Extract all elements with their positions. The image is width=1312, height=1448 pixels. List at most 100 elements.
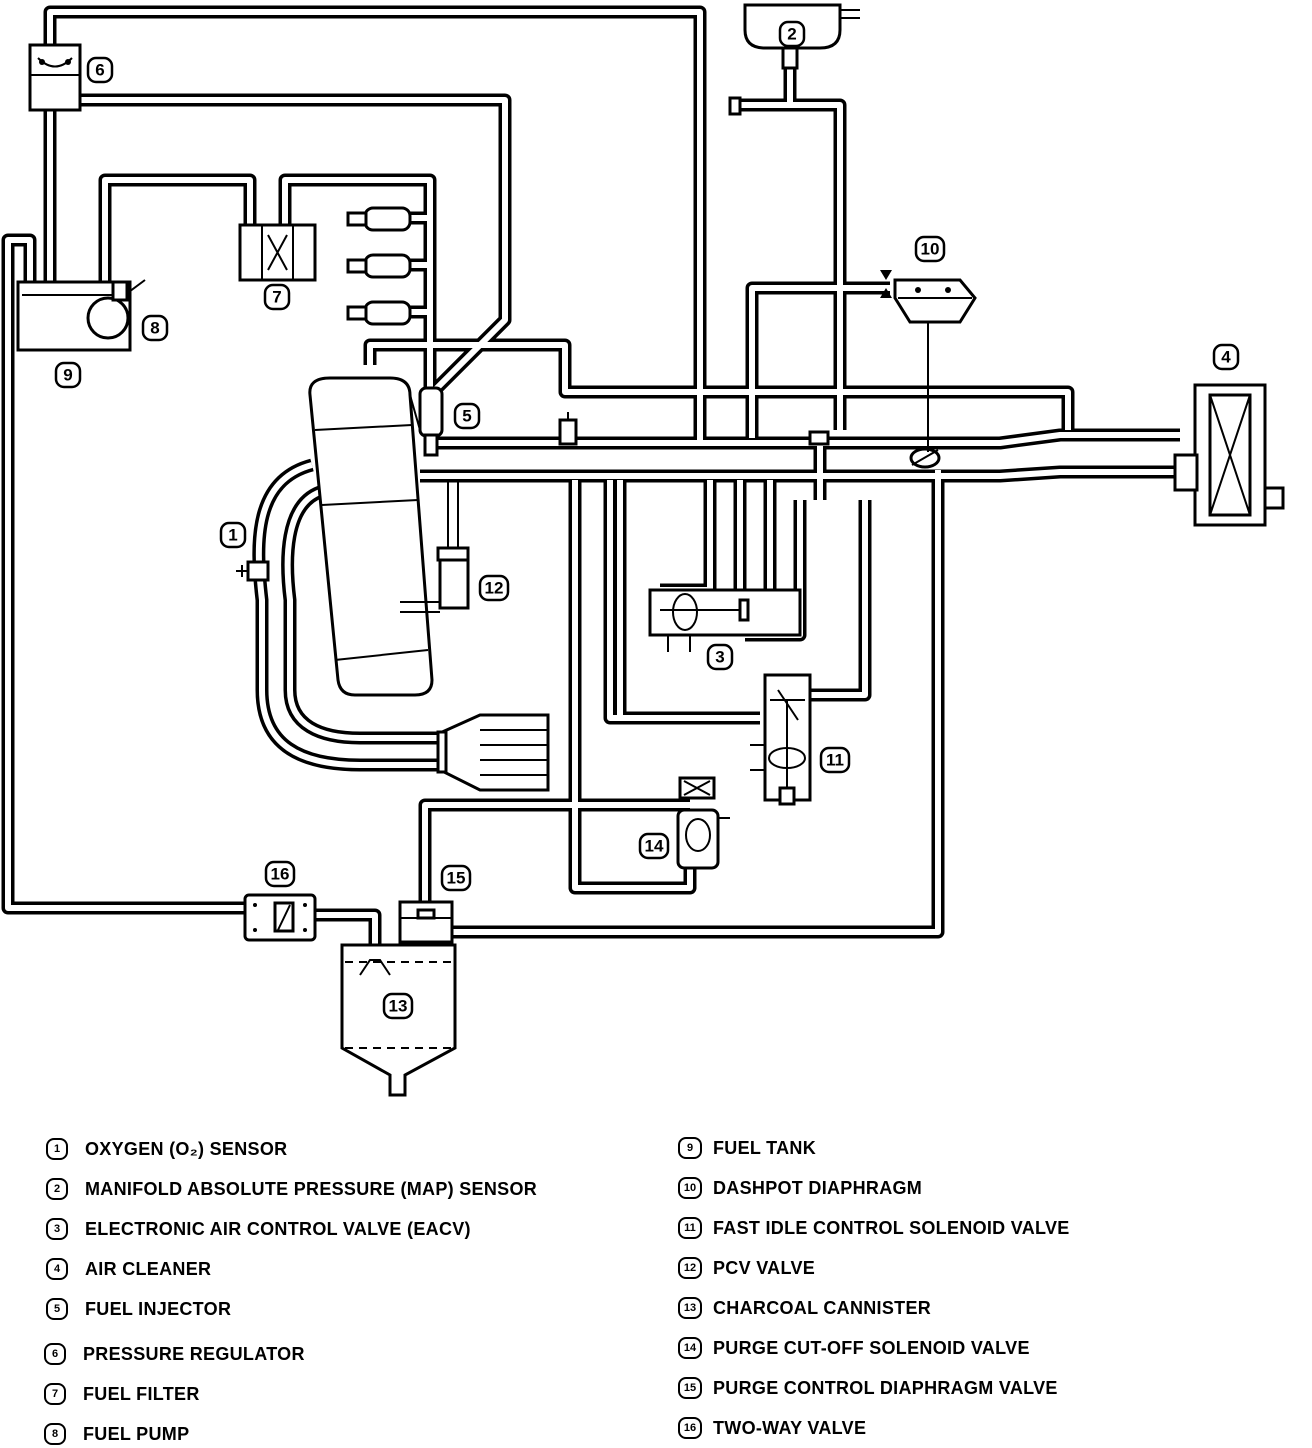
svg-text:AIR CLEANER: AIR CLEANER xyxy=(85,1259,211,1279)
svg-text:FUEL TANK: FUEL TANK xyxy=(713,1138,816,1158)
callout-15: 15 xyxy=(440,864,472,892)
callout-5: 5 xyxy=(453,402,481,430)
callout-9: 9 xyxy=(54,361,82,389)
fuel-tank-body xyxy=(16,279,146,352)
svg-text:FUEL FILTER: FUEL FILTER xyxy=(83,1384,200,1404)
pressure-regulator-body xyxy=(28,43,82,112)
svg-text:16: 16 xyxy=(271,865,290,884)
svg-text:15: 15 xyxy=(447,869,466,888)
svg-text:3: 3 xyxy=(715,648,724,667)
engine-block-body xyxy=(308,376,434,697)
air-cleaner-body xyxy=(1173,383,1285,527)
fuel-filter-body xyxy=(238,223,317,282)
svg-text:1: 1 xyxy=(54,1143,60,1155)
svg-text:11: 11 xyxy=(826,751,844,770)
legend-item-6: 6 PRESSURE REGULATOR xyxy=(44,1343,305,1365)
fast-idle-solenoid-body xyxy=(750,673,812,806)
callout-10: 10 xyxy=(914,235,946,263)
svg-text:MANIFOLD ABSOLUTE PRESSURE (MA: MANIFOLD ABSOLUTE PRESSURE (MAP) SENSOR xyxy=(85,1179,537,1199)
svg-text:5: 5 xyxy=(54,1303,60,1315)
svg-text:7: 7 xyxy=(272,288,281,307)
svg-text:DASHPOT DIAPHRAGM: DASHPOT DIAPHRAGM xyxy=(713,1178,922,1198)
callout-13: 13 xyxy=(382,992,414,1020)
legend: 1 OXYGEN (O₂) SENSOR 2 MANIFOLD ABSOLUTE… xyxy=(44,1137,1070,1445)
legend-item-12: 12 PCV VALVE xyxy=(678,1257,815,1279)
svg-text:1: 1 xyxy=(228,526,237,545)
svg-text:16: 16 xyxy=(684,1422,696,1434)
legend-item-8: 8 FUEL PUMP xyxy=(44,1423,189,1445)
charcoal-canister-body xyxy=(340,943,457,1097)
svg-text:PCV VALVE: PCV VALVE xyxy=(713,1258,815,1278)
purge-control-diaphragm-body xyxy=(398,900,454,944)
callout-16: 16 xyxy=(264,860,296,888)
legend-item-11: 11 FAST IDLE CONTROL SOLENOID VALVE xyxy=(678,1217,1070,1239)
svg-text:9: 9 xyxy=(687,1142,693,1154)
legend-item-10: 10 DASHPOT DIAPHRAGM xyxy=(678,1177,922,1199)
pcv-valve-body xyxy=(400,482,470,613)
svg-text:5: 5 xyxy=(462,407,471,426)
callout-1: 1 xyxy=(219,521,247,549)
legend-item-16: 16 TWO-WAY VALVE xyxy=(678,1417,866,1439)
callout-14: 14 xyxy=(638,832,670,860)
svg-text:PURGE CONTROL DIAPHRAGM VALVE: PURGE CONTROL DIAPHRAGM VALVE xyxy=(713,1378,1058,1398)
legend-item-13: 13 CHARCOAL CANNISTER xyxy=(678,1297,931,1319)
svg-text:9: 9 xyxy=(63,366,72,385)
throttle-body xyxy=(558,298,941,469)
legend-item-2: 2 MANIFOLD ABSOLUTE PRESSURE (MAP) SENSO… xyxy=(46,1178,537,1200)
legend-item-14: 14 PURGE CUT-OFF SOLENOID VALVE xyxy=(678,1337,1030,1359)
eacv-body xyxy=(648,588,802,652)
injectors-body xyxy=(346,206,444,457)
svg-text:14: 14 xyxy=(645,837,664,856)
svg-text:12: 12 xyxy=(485,579,504,598)
hose-network xyxy=(1,5,1180,950)
svg-text:12: 12 xyxy=(684,1262,696,1274)
svg-text:6: 6 xyxy=(95,61,104,80)
svg-text:PRESSURE REGULATOR: PRESSURE REGULATOR xyxy=(83,1344,305,1364)
svg-text:13: 13 xyxy=(389,997,408,1016)
svg-text:FUEL PUMP: FUEL PUMP xyxy=(83,1424,189,1444)
svg-text:2: 2 xyxy=(54,1183,60,1195)
svg-text:4: 4 xyxy=(54,1263,61,1275)
legend-item-7: 7 FUEL FILTER xyxy=(44,1383,200,1405)
purge-cutoff-solenoid-body xyxy=(676,776,730,870)
svg-text:7: 7 xyxy=(52,1388,58,1400)
svg-text:11: 11 xyxy=(684,1222,696,1234)
two-way-valve-body xyxy=(243,893,317,942)
legend-item-3: 3 ELECTRONIC AIR CONTROL VALVE (EACV) xyxy=(46,1218,471,1240)
callout-11: 11 xyxy=(819,746,851,774)
svg-text:6: 6 xyxy=(52,1348,58,1360)
callout-2: 2 xyxy=(778,20,806,48)
svg-text:8: 8 xyxy=(150,319,159,338)
svg-text:13: 13 xyxy=(684,1302,696,1314)
legend-item-9: 9 FUEL TANK xyxy=(678,1137,816,1159)
oxygen-sensor-body xyxy=(236,560,270,582)
svg-text:15: 15 xyxy=(684,1382,696,1394)
legend-item-1: 1 OXYGEN (O₂) SENSOR xyxy=(46,1138,287,1160)
svg-text:OXYGEN (O₂) SENSOR: OXYGEN (O₂) SENSOR xyxy=(85,1139,287,1159)
callout-3: 3 xyxy=(706,643,734,671)
legend-item-15: 15 PURGE CONTROL DIAPHRAGM VALVE xyxy=(678,1377,1058,1399)
dashpot-diaphragm-body xyxy=(880,270,977,324)
svg-text:3: 3 xyxy=(54,1223,60,1235)
svg-text:10: 10 xyxy=(921,240,940,259)
callout-4: 4 xyxy=(1212,343,1240,371)
svg-text:2: 2 xyxy=(787,25,796,44)
callout-badges: 1 2 3 4 5 6 7 8 xyxy=(54,20,1240,1020)
callout-7: 7 xyxy=(263,283,291,311)
svg-text:CHARCOAL CANNISTER: CHARCOAL CANNISTER xyxy=(713,1298,931,1318)
exhaust-outlet xyxy=(436,713,550,792)
callout-12: 12 xyxy=(478,574,510,602)
svg-text:FAST IDLE CONTROL SOLENOID VAL: FAST IDLE CONTROL SOLENOID VALVE xyxy=(713,1218,1070,1238)
svg-text:FUEL INJECTOR: FUEL INJECTOR xyxy=(85,1299,231,1319)
svg-text:ELECTRONIC AIR CONTROL VALVE (: ELECTRONIC AIR CONTROL VALVE (EACV) xyxy=(85,1219,471,1239)
callout-6: 6 xyxy=(86,56,114,84)
svg-text:10: 10 xyxy=(684,1182,696,1194)
svg-text:14: 14 xyxy=(684,1342,697,1354)
svg-text:PURGE CUT-OFF SOLENOID VALVE: PURGE CUT-OFF SOLENOID VALVE xyxy=(713,1338,1030,1358)
svg-text:TWO-WAY VALVE: TWO-WAY VALVE xyxy=(713,1418,866,1438)
svg-text:4: 4 xyxy=(1221,348,1231,367)
svg-text:8: 8 xyxy=(52,1428,58,1440)
legend-item-5: 5 FUEL INJECTOR xyxy=(46,1298,231,1320)
callout-8: 8 xyxy=(141,314,169,342)
